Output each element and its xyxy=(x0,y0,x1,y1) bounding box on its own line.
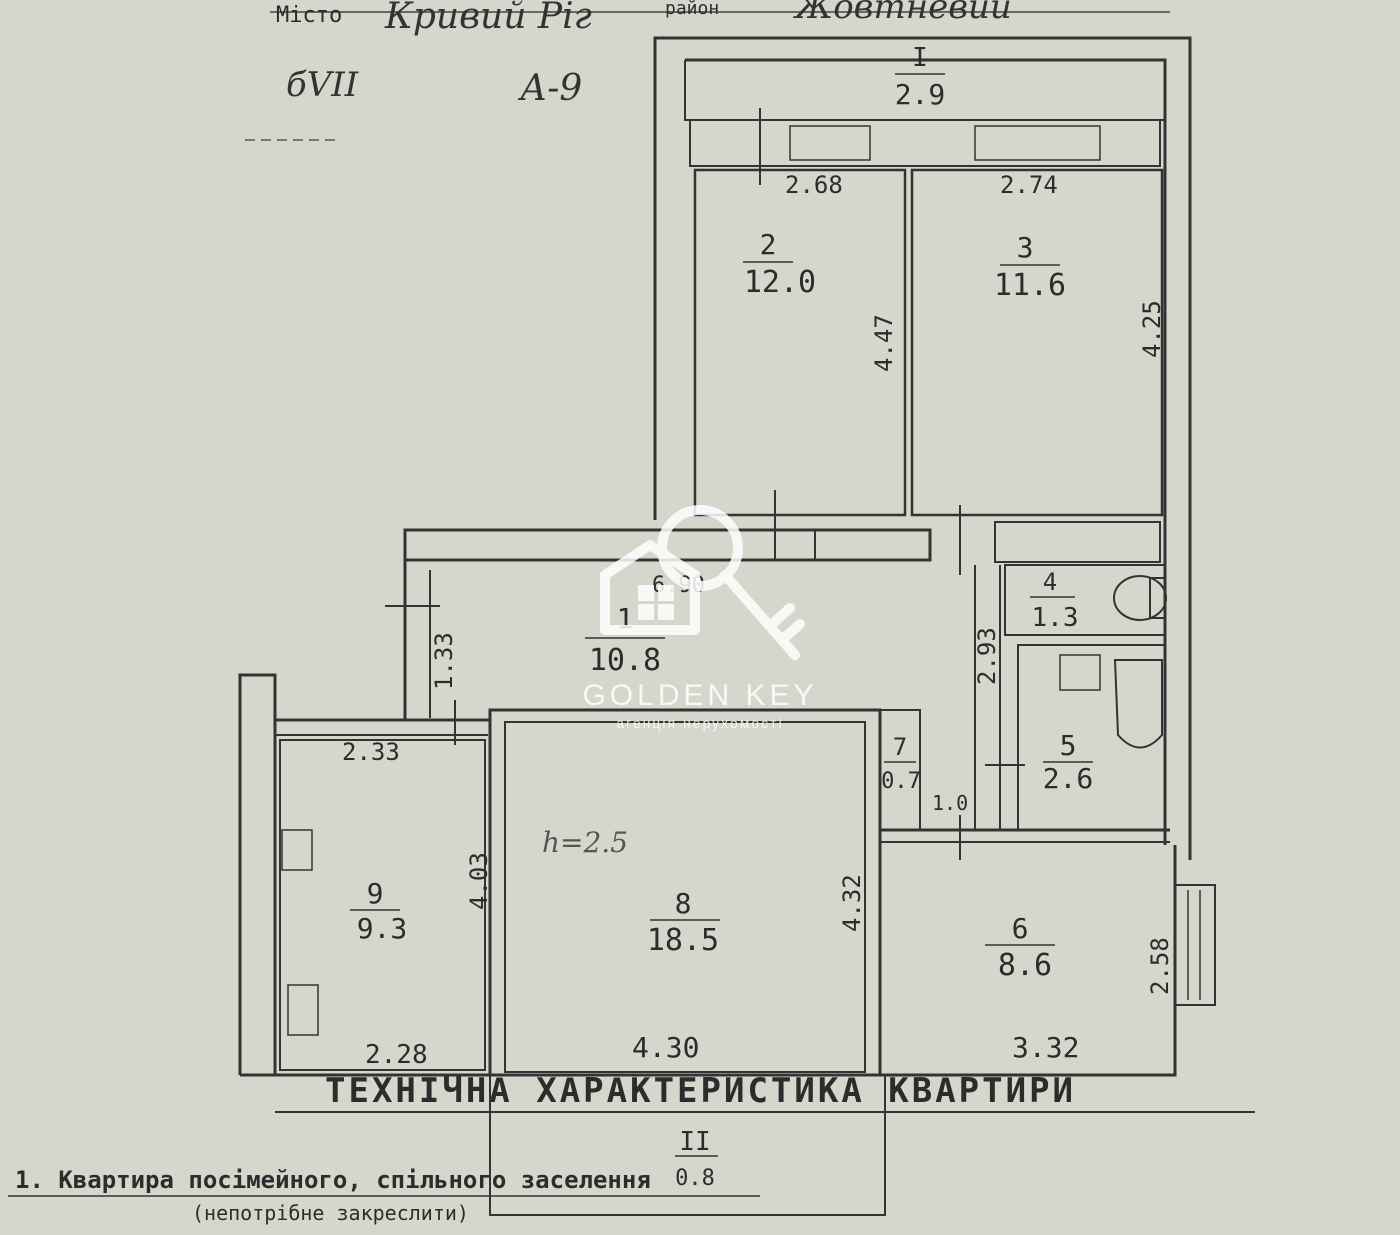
room-9-area: 9.3 xyxy=(357,912,408,945)
room-6: 6 8.6 xyxy=(985,912,1055,983)
room-II: II 0.8 xyxy=(675,1127,718,1191)
room-2: 2 12.0 xyxy=(743,228,816,300)
dim-2-28: 2.28 xyxy=(365,1040,428,1070)
room-3-area: 11.6 xyxy=(994,268,1066,303)
dim-4-25: 4.25 xyxy=(1138,300,1166,358)
dim-3-32: 3.32 xyxy=(1012,1031,1079,1064)
room-2-area: 12.0 xyxy=(744,265,816,300)
watermark-tagline: агенція нерухомості xyxy=(616,715,783,731)
dim-1-0: 1.0 xyxy=(932,791,968,815)
code-b: А-9 xyxy=(517,68,582,109)
dim-4-47: 4.47 xyxy=(870,314,898,372)
watermark-brand: GOLDEN KEY xyxy=(582,679,817,712)
dim-4-03: 4.03 xyxy=(465,852,493,910)
room-4-area: 1.3 xyxy=(1032,603,1079,633)
room-8-area: 18.5 xyxy=(647,923,719,958)
room-7-number: 7 xyxy=(893,733,907,761)
room-9-number: 9 xyxy=(367,877,384,910)
dim-4-30: 4.30 xyxy=(632,1031,699,1064)
room-I-area: 2.9 xyxy=(895,78,946,111)
district-label: район xyxy=(665,0,719,19)
city-label: Місто xyxy=(276,3,342,28)
room-5-area: 2.6 xyxy=(1043,762,1094,795)
dim-4-32: 4.32 xyxy=(838,874,866,932)
city-value: Кривий Ріг xyxy=(384,0,592,37)
room-8-number: 8 xyxy=(675,887,692,920)
room-II-number: II xyxy=(679,1127,710,1157)
room-7-area: 0.7 xyxy=(881,769,921,794)
dim-2-58: 2.58 xyxy=(1146,937,1174,995)
ceiling-height-note: h=2.5 xyxy=(542,826,628,859)
dim-1-33: 1.33 xyxy=(430,632,458,690)
dim-2-74: 2.74 xyxy=(1000,171,1058,199)
room-3-number: 3 xyxy=(1017,231,1034,264)
district-value: Жовтневий xyxy=(792,0,1012,27)
room-2-number: 2 xyxy=(760,228,777,261)
section-title: ТЕХНІЧНА ХАРАКТЕРИСТИКА КВАРТИРИ xyxy=(325,1071,1076,1111)
dim-2-33: 2.33 xyxy=(342,738,400,766)
room-II-area: 0.8 xyxy=(675,1166,715,1191)
room-3: 3 11.6 xyxy=(994,231,1066,303)
footer-line-2: (непотрібне закреслити) xyxy=(192,1201,469,1225)
footer-line-1: 1. Квартира посімейного, спільного засел… xyxy=(15,1166,651,1194)
room-4: 4 1.3 xyxy=(1030,568,1078,633)
room-I-number: I xyxy=(912,43,928,73)
room-5-number: 5 xyxy=(1060,729,1077,762)
room-7: 7 0.7 xyxy=(881,733,921,794)
watermark: GOLDEN KEY агенція нерухомості xyxy=(582,505,817,731)
key-logo-icon xyxy=(600,505,805,660)
dim-2-93: 2.93 xyxy=(973,627,1001,685)
room-I: I 2.9 xyxy=(895,43,946,111)
room-5: 5 2.6 xyxy=(1043,729,1094,795)
room-4-number: 4 xyxy=(1043,568,1057,596)
room-6-number: 6 xyxy=(1012,912,1029,945)
room-8: 8 18.5 xyxy=(647,887,720,958)
code-a: бVII xyxy=(286,65,359,105)
room-9: 9 9.3 xyxy=(350,877,407,945)
dim-2-68: 2.68 xyxy=(785,171,843,199)
room-1-area: 10.8 xyxy=(589,643,661,678)
room-6-area: 8.6 xyxy=(998,948,1052,983)
